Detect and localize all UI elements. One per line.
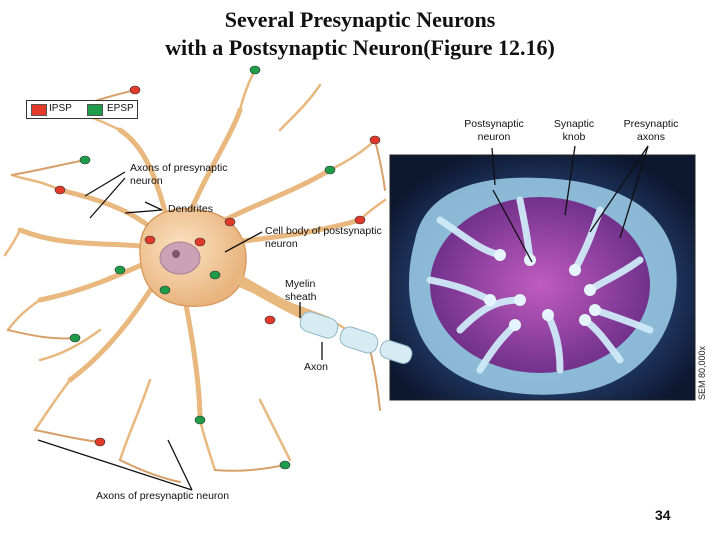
label-cell-body: Cell body of postsynaptic neuron: [265, 225, 385, 251]
label-axon: Axon: [304, 361, 328, 374]
ipsp-label: IPSP: [49, 103, 72, 114]
postsynaptic-neuron-drawing: [5, 66, 414, 482]
ipsp-swatch: [31, 104, 47, 116]
sem-magnification-label: SEM 80,000x: [697, 346, 707, 400]
sem-micrograph: [390, 155, 695, 400]
epsp-label: EPSP: [107, 103, 134, 114]
epsp-swatch: [87, 104, 103, 116]
legend: IPSP EPSP: [26, 100, 138, 119]
label-synaptic-knob: Synaptic knob: [545, 118, 603, 144]
label-myelin-sheath: Myelin sheath: [285, 278, 335, 304]
label-dendrites: Dendrites: [168, 203, 213, 216]
page-number: 34: [655, 507, 671, 523]
label-axons-presynaptic-bottom: Axons of presynaptic neuron: [96, 490, 229, 503]
label-axons-presynaptic-top: Axons of presynaptic neuron: [130, 162, 250, 188]
label-presynaptic-axons: Presynaptic axons: [615, 118, 687, 144]
label-postsynaptic-neuron: Postsynaptic neuron: [455, 118, 533, 144]
